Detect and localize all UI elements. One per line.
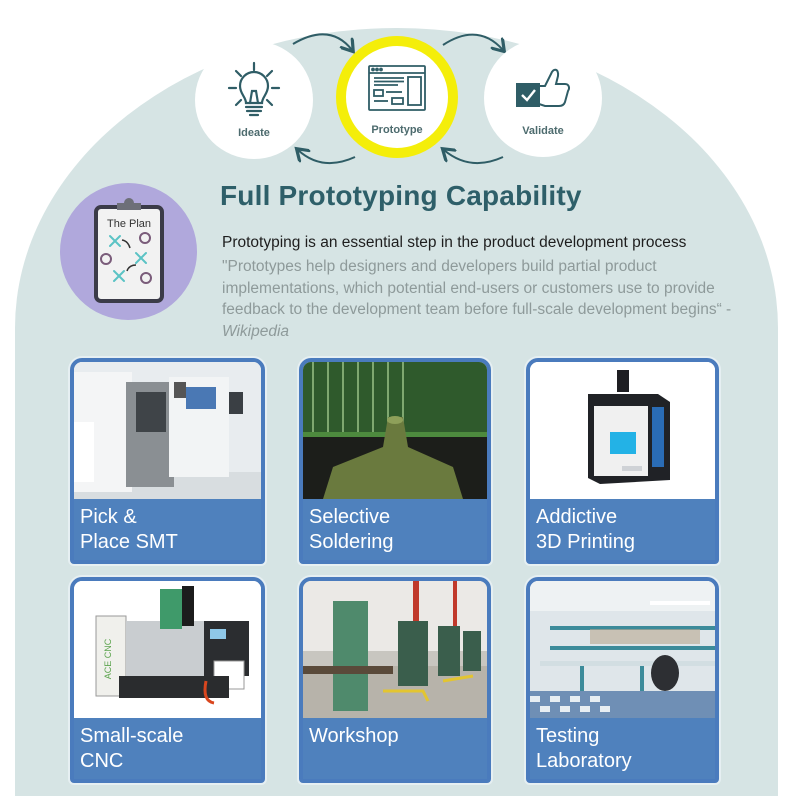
capability-card-testing-lab[interactable]: Testing Laboratory — [526, 577, 719, 783]
arrow-prototype-to-ideate — [298, 150, 356, 165]
checkbox-thumbs-up-icon — [513, 59, 573, 119]
card-label: Small-scale CNC — [80, 725, 184, 772]
clipboard-plan-icon: The Plan — [94, 198, 164, 303]
soldering-nozzle-photo — [303, 362, 487, 499]
arrow-prototype-to-validate — [442, 33, 503, 50]
cnc-machine-photo: ACE CNC — [74, 581, 261, 718]
card-label: Pick & Place SMT — [80, 506, 178, 553]
workshop-photo — [303, 581, 487, 718]
quote-text: "Prototypes help designers and developer… — [222, 258, 732, 318]
step-validate: Validate — [484, 39, 602, 157]
capability-card-selective-soldering[interactable]: Selective Soldering — [299, 358, 491, 564]
page-title: Full Prototyping Capability — [220, 180, 582, 211]
capability-card-cnc[interactable]: ACE CNC Small-scale CNC — [70, 577, 265, 783]
card-label: Addictive 3D Printing — [536, 506, 635, 553]
card-label: Selective Soldering — [309, 506, 394, 553]
clipboard-title: The Plan — [107, 218, 151, 230]
wikipedia-quote: "Prototypes help designers and developer… — [222, 256, 742, 342]
capability-card-3d-printing[interactable]: Addictive 3D Printing — [526, 358, 719, 564]
step-ideate: Ideate — [195, 41, 313, 159]
capability-card-pick-place-smt[interactable]: Pick & Place SMT — [70, 358, 265, 564]
step-prototype: Prototype — [336, 36, 458, 158]
smt-machine-photo — [74, 362, 261, 499]
step-label-prototype: Prototype — [371, 124, 423, 136]
wireframe-window-icon — [367, 58, 427, 118]
process-flow-arrows — [292, 33, 800, 165]
3d-printer-photo — [530, 362, 715, 499]
card-label: Workshop — [309, 725, 399, 747]
lightbulb-icon — [224, 61, 284, 121]
arrow-ideate-to-prototype — [292, 33, 352, 50]
plan-badge: The Plan — [60, 183, 197, 320]
step-label-validate: Validate — [522, 125, 564, 137]
testing-lab-photo — [530, 581, 715, 718]
quote-source: Wikipedia — [222, 322, 290, 340]
arrow-validate-to-prototype — [444, 150, 504, 165]
svg-text:ACE CNC: ACE CNC — [103, 638, 113, 679]
lead-sentence: Prototyping is an essential step in the … — [222, 234, 687, 251]
step-label-ideate: Ideate — [238, 127, 270, 139]
card-label: Testing Laboratory — [536, 725, 632, 772]
capability-card-workshop[interactable]: Workshop — [299, 577, 491, 783]
